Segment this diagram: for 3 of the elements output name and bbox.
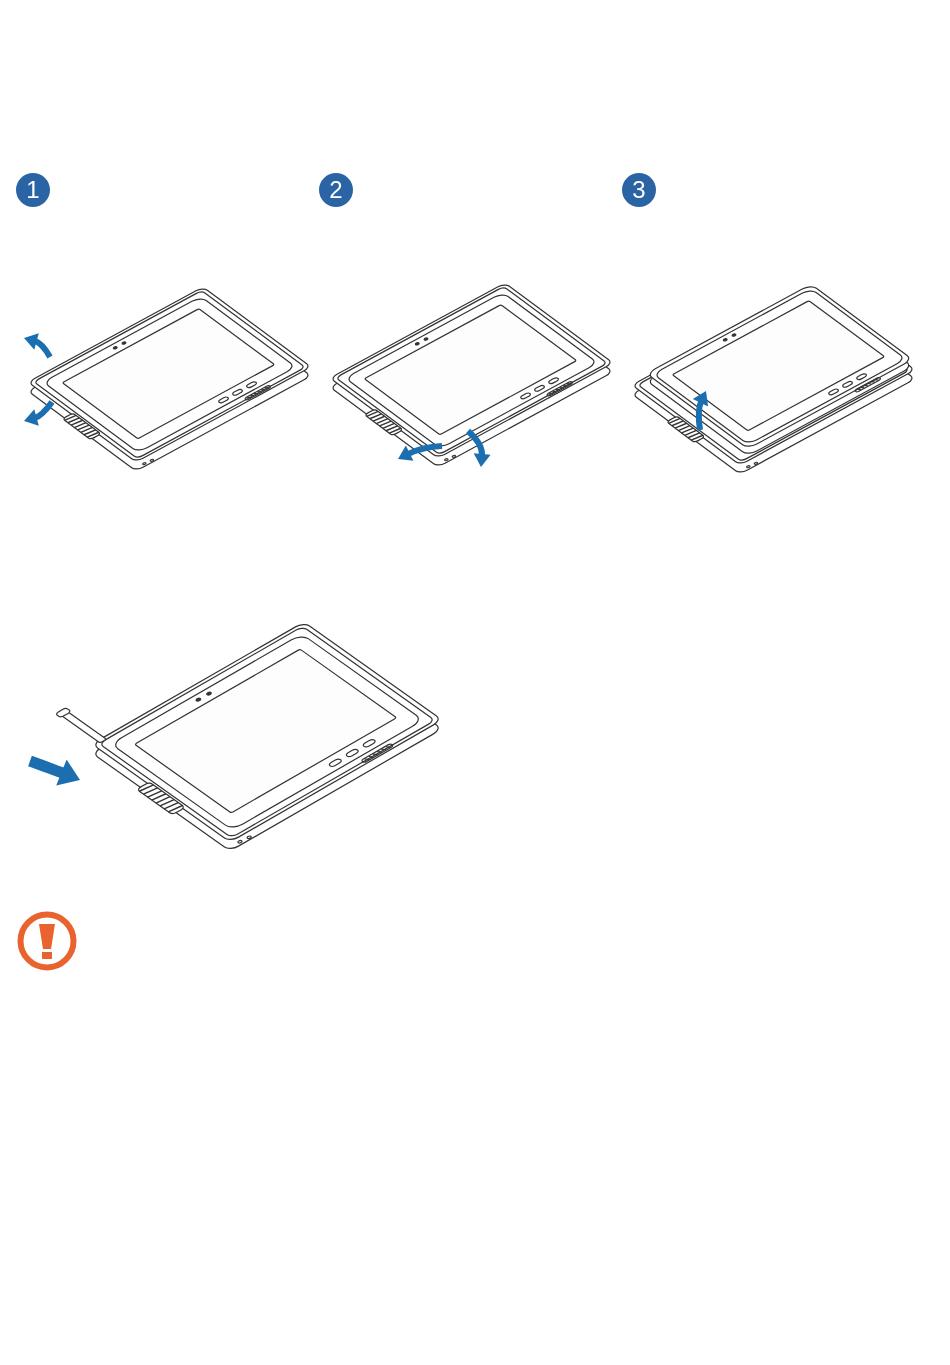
step-number: 2 [319, 173, 353, 207]
step-number: 3 [622, 173, 656, 207]
step-number: 1 [16, 173, 50, 207]
